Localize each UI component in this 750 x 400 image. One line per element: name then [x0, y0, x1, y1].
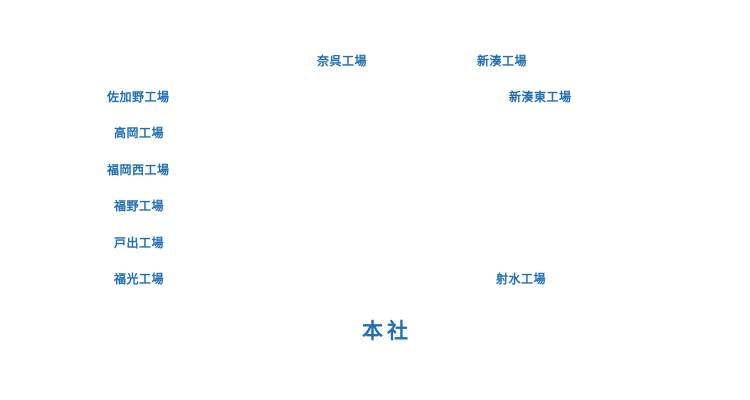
site-link-fukuoka-west[interactable]: 福岡西工場 — [107, 163, 170, 177]
site-link-imizu[interactable]: 射水工場 — [496, 272, 547, 286]
headquarters-link[interactable]: 本社 — [362, 318, 412, 343]
site-link-shinminato[interactable]: 新湊工場 — [477, 54, 528, 68]
site-link-fukuno[interactable]: 福野工場 — [114, 199, 165, 213]
site-link-sakano[interactable]: 佐加野工場 — [107, 90, 170, 104]
site-link-toide[interactable]: 戸出工場 — [114, 236, 165, 250]
site-link-shinminato-east[interactable]: 新湊東工場 — [509, 90, 572, 104]
site-link-nago[interactable]: 奈呉工場 — [317, 54, 368, 68]
site-link-takaoka[interactable]: 高岡工場 — [114, 126, 165, 140]
site-link-fukumitsu[interactable]: 福光工場 — [114, 272, 165, 286]
